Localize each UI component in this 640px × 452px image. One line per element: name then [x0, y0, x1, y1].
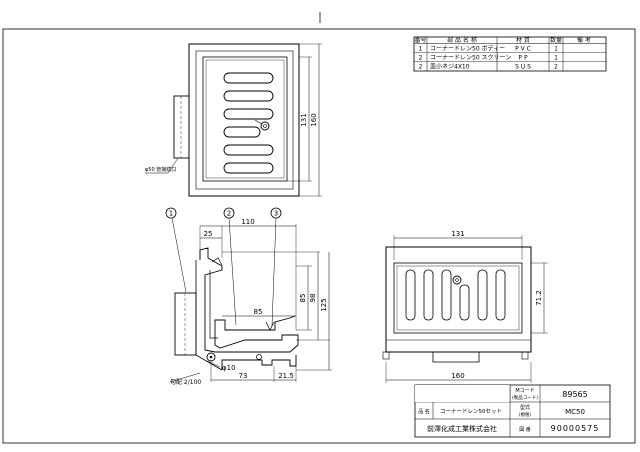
side-dim-98: 98	[309, 294, 317, 303]
front-screw-icon	[452, 275, 462, 285]
table-row-3-material: S U S	[515, 64, 531, 71]
model-sublabel: (規格)	[519, 411, 532, 418]
table-header-name: 部 品 名 称	[447, 36, 477, 44]
svg-text:1: 1	[169, 210, 173, 218]
table-header-qty: 数量	[550, 36, 562, 44]
parts-table: 番号 部 品 名 称 材 質 数量 備 考 1 コーナードレン50 ボディー P…	[413, 36, 607, 72]
table-header-no: 番号	[414, 37, 426, 44]
table-row-1-material: P V C	[515, 46, 531, 53]
pipe-connection-label: φ50 管接続口	[145, 166, 176, 173]
svg-text:2: 2	[227, 210, 231, 218]
front-dim-160: 160	[451, 372, 464, 380]
top-dim-160: 160	[310, 113, 318, 126]
table-row-2-no: 2	[419, 55, 423, 62]
side-dim-110: 110	[241, 218, 254, 226]
model-label: 型式	[520, 404, 530, 411]
top-dim-131: 131	[300, 113, 308, 126]
side-dim-21-5: 21.5	[278, 372, 294, 380]
table-row-1-no: 1	[419, 46, 423, 53]
product-name-label: 品 名	[418, 408, 430, 415]
side-dim-73: 73	[239, 372, 248, 380]
company-name: 前澤化成工業株式会社	[427, 424, 497, 433]
drawing-no: 90000575	[551, 424, 600, 433]
front-dim-71-2: 71.2	[535, 290, 543, 306]
slope-label: 勾配 2/100	[170, 378, 201, 386]
sheet-border	[2, 28, 636, 444]
top-view: 131 160 φ50 管接続口	[145, 43, 322, 197]
side-dim-125: 125	[320, 298, 328, 311]
screen-slots	[223, 72, 274, 174]
table-row-1-qty: 1	[554, 46, 558, 53]
side-view: 1 2 3 110 25 85	[165, 207, 332, 386]
table-row-1-name: コーナードレン50 ボディー	[430, 45, 505, 53]
balloon-1	[165, 207, 177, 219]
m-code-value: 89565	[562, 390, 587, 399]
model-value: MC50	[565, 408, 585, 416]
side-dim-25: 25	[204, 230, 213, 238]
table-row-3-name: 皿小ネジ4X10	[430, 63, 470, 71]
side-dim-85-horizontal: 85	[254, 308, 263, 316]
m-code-label: Mコード	[515, 388, 534, 394]
side-dim-85-vertical: 85	[299, 294, 307, 303]
front-dim-131: 131	[451, 230, 464, 238]
table-header-material: 材 質	[516, 36, 530, 44]
table-header-note: 備 考	[577, 36, 591, 44]
screw-icon	[260, 121, 270, 131]
m-code-sublabel: (製品コード)	[512, 394, 538, 401]
product-name: コーナードレン50セット	[440, 408, 502, 415]
table-row-2-qty: 1	[554, 55, 558, 62]
drawing-no-label: 図 番	[519, 426, 531, 433]
front-screen-slots	[405, 269, 506, 321]
svg-text:3: 3	[274, 210, 278, 218]
title-block: Mコード (製品コード) 89565 品 名 コーナードレン50セット 型式 (…	[414, 384, 611, 438]
side-dim-phi10: φ10	[222, 364, 236, 372]
table-row-2-material: P P	[518, 55, 528, 62]
front-view: 131 71.2 160	[382, 230, 548, 383]
table-row-2-name: コーナードレン50 スクリーン	[430, 55, 511, 62]
table-row-3-qty: 2	[554, 64, 558, 71]
table-row-3-no: 2	[419, 64, 423, 71]
